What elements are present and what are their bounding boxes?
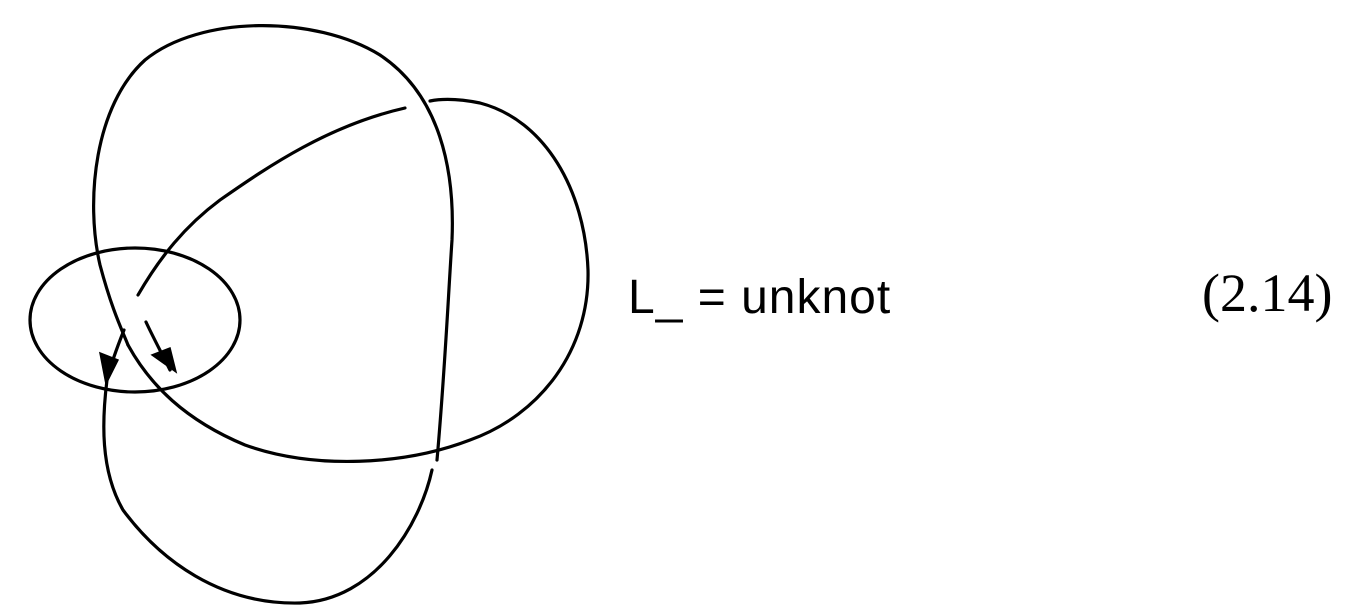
upper-strand <box>136 106 407 297</box>
large-left-loop <box>92 24 454 462</box>
relation-label: L_ = unknot <box>628 271 892 324</box>
left-arrowhead-icon <box>99 351 120 387</box>
equation-number: (2.14) <box>1202 263 1333 323</box>
knot-diagram <box>28 24 590 605</box>
right-loop <box>126 97 590 464</box>
small-loop <box>28 246 242 394</box>
lower-loop <box>102 378 434 605</box>
right-arrowhead-icon <box>150 346 178 374</box>
